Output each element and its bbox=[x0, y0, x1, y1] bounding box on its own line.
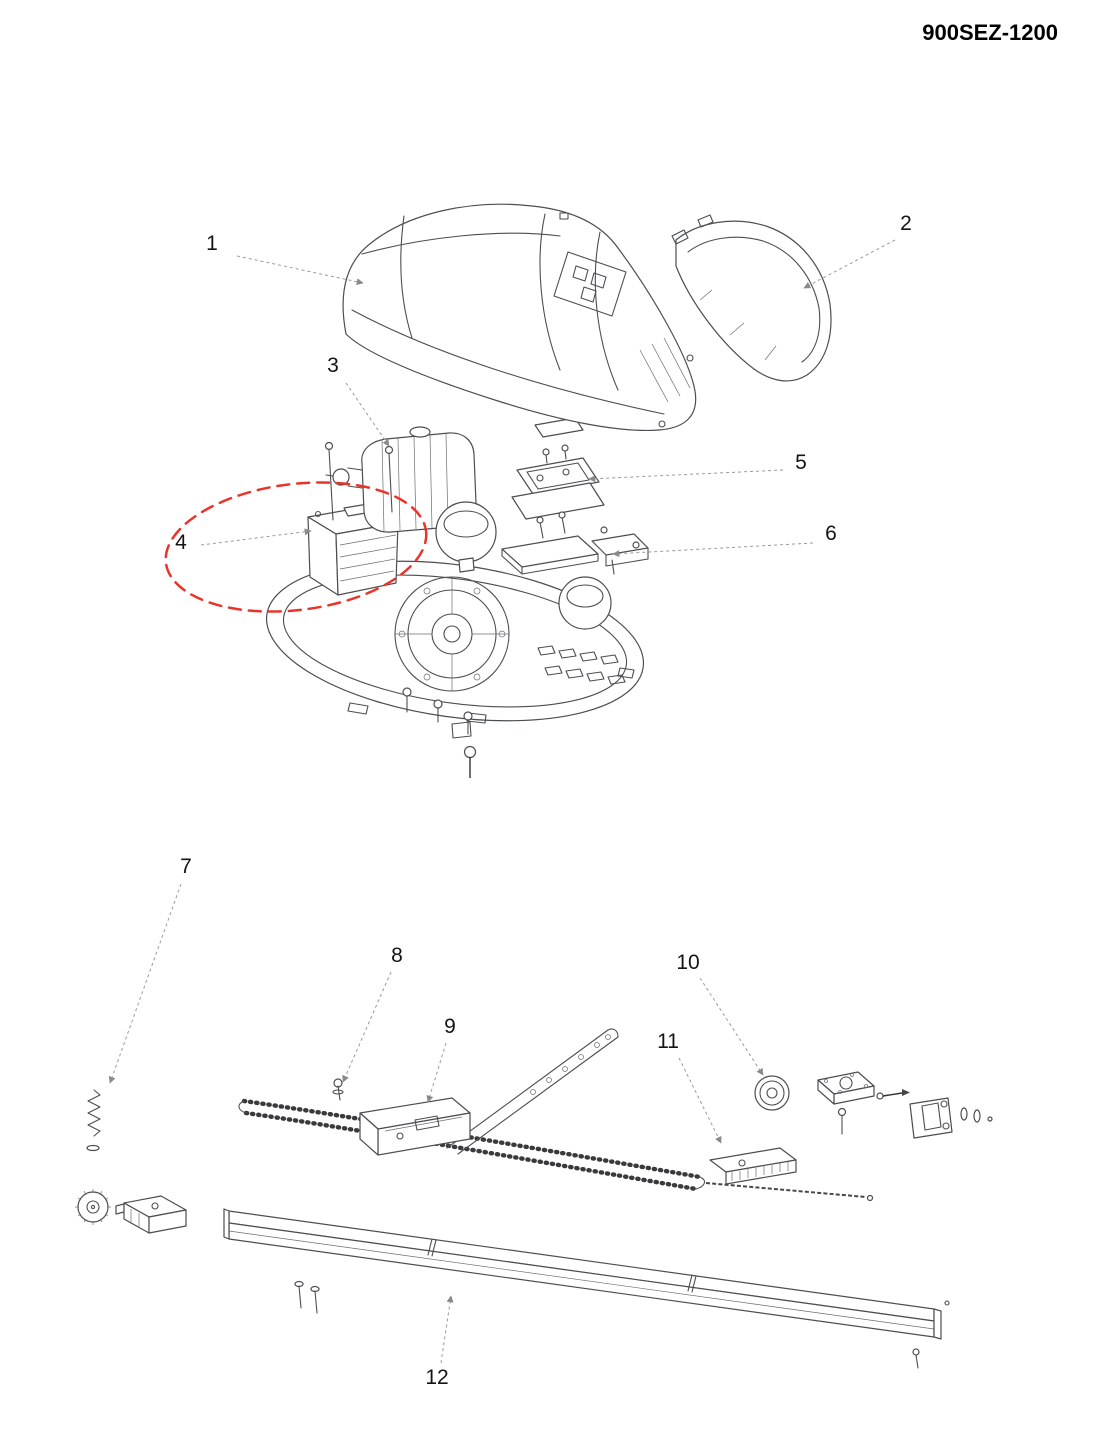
part-label-1: 1 bbox=[206, 232, 218, 255]
part-label-11: 11 bbox=[657, 1030, 679, 1053]
part-label-3: 3 bbox=[327, 354, 339, 377]
part-leader-3 bbox=[345, 382, 390, 447]
chain-tensioner-drawing bbox=[709, 1147, 797, 1185]
part-leader-8 bbox=[342, 971, 392, 1083]
trolley-drawing bbox=[359, 1028, 619, 1156]
fan-shroud-drawing bbox=[435, 501, 497, 573]
bracket-plates-drawing bbox=[511, 404, 605, 539]
base-chassis-drawing bbox=[265, 560, 645, 724]
opener-head-assembly-drawing bbox=[164, 203, 832, 778]
part-leader-2 bbox=[803, 239, 896, 289]
part-leader-11 bbox=[678, 1057, 722, 1144]
model-number-title: 900SEZ-1200 bbox=[922, 20, 1058, 45]
part-leader-1 bbox=[236, 255, 364, 286]
transformer-drawing bbox=[307, 503, 399, 596]
long-screws-drawing bbox=[324, 441, 394, 521]
part-label-5: 5 bbox=[795, 451, 807, 474]
base-screws-drawing bbox=[402, 687, 477, 778]
trolley-bolt-drawing bbox=[332, 1078, 344, 1101]
part-leader-5 bbox=[588, 469, 784, 483]
part-leader-12 bbox=[440, 1295, 454, 1364]
idler-pulley-group-drawing bbox=[754, 1071, 993, 1139]
sprocket-assembly-drawing bbox=[75, 1089, 187, 1234]
light-lens-drawing bbox=[671, 214, 832, 382]
part-label-6: 6 bbox=[825, 522, 837, 545]
part-leader-9 bbox=[426, 1042, 447, 1103]
control-board-drawing bbox=[501, 526, 649, 630]
part-label-2: 2 bbox=[900, 212, 912, 235]
part-leader-10 bbox=[699, 977, 764, 1076]
part-label-10: 10 bbox=[676, 951, 699, 974]
highlight-ellipse-part4 bbox=[164, 481, 428, 613]
part-label-4: 4 bbox=[175, 531, 187, 554]
motor-drawing bbox=[325, 426, 477, 533]
part-leader-7 bbox=[108, 883, 182, 1084]
part-label-12: 12 bbox=[425, 1366, 448, 1389]
part-label-8: 8 bbox=[391, 944, 403, 967]
vent-grille-drawing bbox=[537, 645, 626, 685]
part-leader-4 bbox=[200, 528, 312, 546]
part-label-9: 9 bbox=[444, 1015, 456, 1038]
rail-drawing bbox=[223, 1208, 950, 1369]
part-label-7: 7 bbox=[180, 855, 192, 878]
main-cover-drawing bbox=[342, 203, 697, 432]
rail-assembly-drawing bbox=[75, 1028, 993, 1369]
